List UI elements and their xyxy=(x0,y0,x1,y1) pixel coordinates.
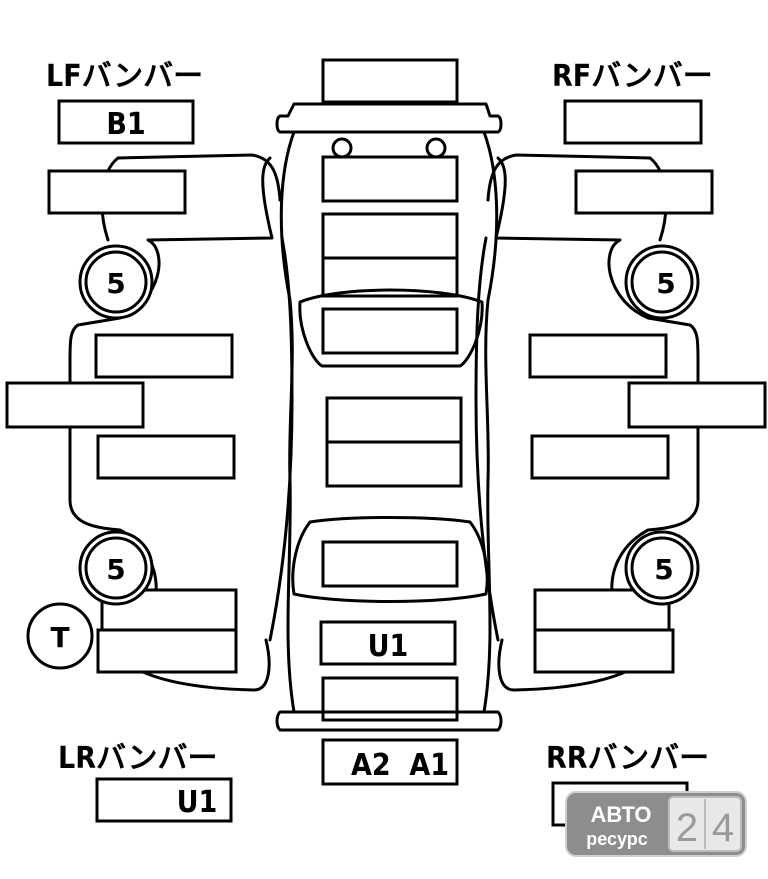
right-rear-wheel: 5 xyxy=(624,530,700,606)
rear-window-box xyxy=(321,540,459,588)
watermark-digit1: 2 xyxy=(676,806,698,850)
right-headlight xyxy=(425,137,447,159)
front-bumper-top-box xyxy=(321,58,459,104)
lr-bumper-code: U1 xyxy=(177,785,218,820)
left-front-door-box xyxy=(94,333,234,379)
rear-panel-box xyxy=(321,676,459,722)
right-pillar-box xyxy=(627,381,767,429)
left-front-wheel-value: 5 xyxy=(106,267,125,300)
right-side-outline xyxy=(494,156,700,692)
left-headlight xyxy=(331,137,353,159)
watermark-digit2: 4 xyxy=(712,806,734,850)
left-front-wheel: 5 xyxy=(78,244,154,320)
hood-box xyxy=(321,212,459,260)
right-quarter-box-lower xyxy=(533,628,675,674)
left-fender-box xyxy=(47,169,187,215)
lf-bumper-label: LFバンバー xyxy=(46,59,203,94)
windshield-box xyxy=(321,307,459,355)
lr-bumper-label: LRバンバー xyxy=(58,741,217,776)
windshield xyxy=(298,288,484,368)
left-pillar-box xyxy=(5,381,145,429)
right-front-wheel-value: 5 xyxy=(656,267,675,300)
watermark-line2: ресурс xyxy=(586,829,648,849)
rf-bumper-label: RFバンバー xyxy=(552,59,713,94)
lf-bumper-code: B1 xyxy=(106,107,145,142)
rear-window xyxy=(291,516,489,603)
right-front-wheel: 5 xyxy=(624,244,700,320)
roof-front-box xyxy=(325,396,463,444)
right-rear-door-box xyxy=(530,434,670,480)
lf-bumper-box: B1 xyxy=(57,99,195,145)
left-quarter-box-lower xyxy=(96,628,238,674)
front-bumper-bar xyxy=(275,102,503,134)
rr-bumper-label: RRバンバー xyxy=(546,741,709,776)
watermark-line1: АВТО xyxy=(591,802,652,827)
right-rear-wheel-value: 5 xyxy=(654,553,673,586)
left-side-outline xyxy=(68,156,274,692)
rear-bumper-code: A2 A1 xyxy=(351,748,449,783)
roof-rear-box xyxy=(325,440,463,488)
left-rear-extra-marker: T xyxy=(26,602,94,670)
left-rear-wheel: 5 xyxy=(78,530,154,606)
left-rear-wheel-value: 5 xyxy=(106,553,125,586)
right-fender-box xyxy=(574,169,714,215)
lr-bumper-box: U1 xyxy=(95,777,233,823)
rear-bumper-bar xyxy=(275,710,503,732)
rear-bumper-box: A2 A1 xyxy=(321,738,459,786)
trunk-code: U1 xyxy=(368,629,409,664)
left-rear-extra-value: T xyxy=(50,621,69,654)
rf-bumper-box xyxy=(563,99,703,145)
hood-front-box xyxy=(321,155,459,203)
trunk-box: U1 xyxy=(319,620,457,666)
watermark-logo: АВТО ресурс 2 4 xyxy=(565,791,747,857)
left-rear-door-box xyxy=(96,434,236,480)
right-front-door-box xyxy=(528,333,668,379)
